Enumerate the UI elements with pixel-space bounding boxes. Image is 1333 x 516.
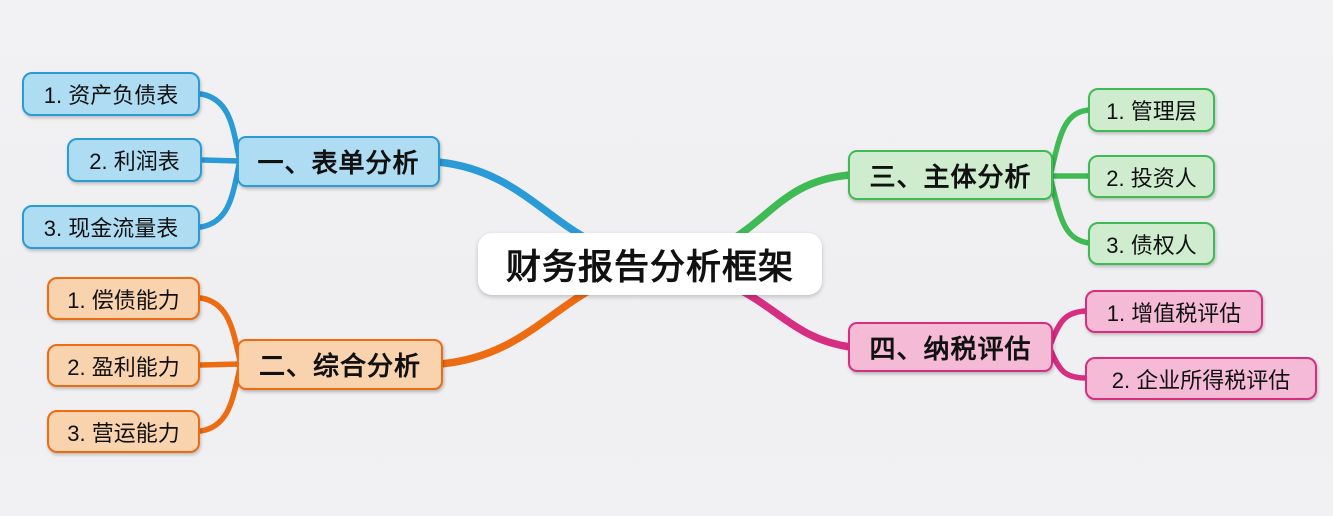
edge-subject-analysis-child-3: [1048, 177, 1092, 246]
central-topic-node[interactable]: 财务报告分析框架: [478, 233, 822, 295]
edge-form-analysis-child-1: [198, 91, 242, 160]
edge-comprehensive-analysis-child-3: [198, 365, 243, 434]
child-node-solvency[interactable]: 1. 偿债能力: [47, 277, 200, 320]
child-node-creditors[interactable]: 3. 债权人: [1088, 222, 1215, 265]
branch-node-form-analysis[interactable]: 一、表单分析: [237, 136, 440, 187]
child-node-management[interactable]: 1. 管理层: [1088, 88, 1215, 132]
child-node-corporate-income-tax-assessment[interactable]: 2. 企业所得税评估: [1085, 357, 1317, 400]
edge-comprehensive-analysis-child-1: [198, 295, 243, 363]
edge-tax-assessment-child-1: [1048, 308, 1089, 346]
branch-node-comprehensive-analysis[interactable]: 二、综合分析: [237, 339, 443, 390]
child-node-operating-capacity[interactable]: 3. 营运能力: [47, 410, 200, 453]
branch-node-tax-assessment[interactable]: 四、纳税评估: [848, 322, 1053, 372]
child-node-profitability[interactable]: 2. 盈利能力: [47, 344, 200, 387]
child-node-investors[interactable]: 2. 投资人: [1088, 155, 1215, 198]
edge-form-analysis-child-2: [200, 157, 242, 164]
child-node-balance-sheet[interactable]: 1. 资产负债表: [22, 72, 200, 116]
child-node-cash-flow-statement[interactable]: 3. 现金流量表: [22, 205, 200, 249]
edge-tax-assessment-child-2: [1048, 348, 1089, 381]
child-node-income-statement[interactable]: 2. 利润表: [67, 138, 202, 182]
edge-form-analysis-child-3: [198, 162, 242, 230]
branch-node-subject-analysis[interactable]: 三、主体分析: [848, 150, 1053, 200]
edge-comprehensive-analysis-child-2: [198, 361, 243, 368]
edge-subject-analysis-child-1: [1048, 107, 1092, 175]
child-node-vat-assessment[interactable]: 1. 增值税评估: [1085, 290, 1263, 333]
